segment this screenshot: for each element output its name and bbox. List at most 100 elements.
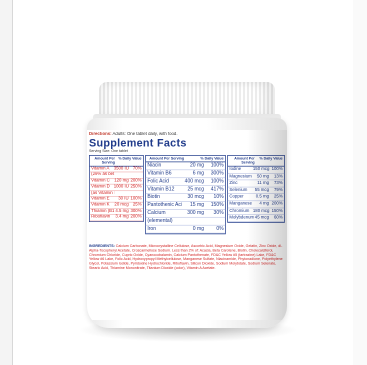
product-image[interactable]: Directions: Adults: One tablet daily, wi… <box>13 0 353 365</box>
nutrient-dv: 417% <box>210 186 224 192</box>
nutrient-dv: 150% <box>271 208 283 214</box>
nutrient-name: Iodine <box>229 167 242 172</box>
nutrient-amount: 4 mg <box>259 201 269 207</box>
facts-row: (elemental) <box>145 218 226 226</box>
nutrient-amount: 55 mcg <box>254 188 269 193</box>
directions-body: Adults: One tablet daily, with food. <box>112 132 178 137</box>
nutrient-amount <box>182 218 204 225</box>
nutrient-amount: 25 mcg <box>187 186 205 192</box>
nutrient-dv <box>204 218 225 225</box>
nutrient-name: Riboflavin <box>91 214 111 220</box>
facts-row: Folic Acid 400 mcg 100% <box>145 178 226 186</box>
nutrient-amount: 50 mg <box>256 174 269 179</box>
nutrient-amount: 20 mcg <box>114 202 129 208</box>
nutrient-dv: 100% <box>210 178 224 184</box>
nutrient-name: Biotin <box>147 194 160 200</box>
right-panel <box>353 0 367 365</box>
nutrient-name: Molybdenum <box>229 215 254 220</box>
facts-row: Vitamin B12 25 mcg 417% <box>145 186 226 194</box>
header-dv: % Daily Value <box>259 156 283 161</box>
nutrient-amount: 180 mcg <box>252 208 270 214</box>
header-amount: Amount Per Serving <box>234 156 255 166</box>
column-header: Amount Per Serving % Daily Value <box>227 156 285 167</box>
label-content: Directions: Adults: One tablet daily, wi… <box>89 132 285 270</box>
nutrient-name: Magnesium <box>229 174 252 179</box>
left-panel <box>0 0 12 365</box>
nutrient-name: (29% as beta-carotene) <box>91 172 115 177</box>
nutrient-dv <box>129 173 143 178</box>
nutrient-name: Copper <box>229 194 244 200</box>
serving-size: Serving Size: One tablet <box>89 149 128 154</box>
nutrient-dv: 10% <box>213 194 224 200</box>
nutrient-name: Vitamin B12 <box>147 186 175 192</box>
nutrient-dv: 200% <box>130 214 142 220</box>
facts-row: Iron 0 mg 0% <box>145 226 226 234</box>
nutrient-name: Niacin <box>147 162 162 168</box>
nutrient-dv: 25% <box>274 194 283 200</box>
nutrient-name: Pantothenic Acid <box>147 202 183 208</box>
nutrient-amount: 1000 IU <box>113 184 129 190</box>
nutrient-amount: 150 mcg <box>252 167 270 172</box>
nutrient-amount: 30 IU <box>118 196 129 202</box>
nutrient-amount: 30 mcg <box>187 194 205 200</box>
directions-lead: Directions: <box>89 132 112 137</box>
header-dv: % Daily Value <box>200 156 224 161</box>
nutrient-name: (as Vitamin D3) <box>91 190 114 196</box>
ingredients-text: INGREDIENTS: Calcium Carbonate, Microcry… <box>89 244 283 270</box>
facts-row: (29% as beta-carotene) <box>89 172 143 179</box>
nutrient-dv: 100% <box>271 167 283 172</box>
header-dv: % Daily Value <box>118 156 142 161</box>
nutrient-name: Thiamin (B1) <box>91 208 115 214</box>
nutrient-amount: 20 mg <box>189 162 205 168</box>
nutrient-amount: 6 mg <box>192 170 205 176</box>
column-header: Amount Per Serving % Daily Value <box>89 156 143 167</box>
ingredients-body: Calcium Carbonate, Microcrystalline Cell… <box>89 244 283 271</box>
nutrient-amount: 4.5 mg <box>115 208 129 214</box>
nutrient-dv: 73% <box>274 181 283 186</box>
nutrient-name: Selenium <box>229 188 248 193</box>
nutrient-name: Vitamin D <box>91 184 110 190</box>
nutrient-dv: 200% <box>130 178 142 183</box>
nutrient-dv: 100% <box>210 162 224 168</box>
nutrient-dv: 300% <box>130 208 142 214</box>
supplement-facts-title: Supplement Facts <box>89 137 187 150</box>
nutrient-name: Calcium <box>147 210 166 216</box>
supplement-bottle: Directions: Adults: One tablet daily, wi… <box>87 118 287 328</box>
nutrient-amount: 11 mg <box>257 181 269 186</box>
nutrient-dv: 150% <box>210 202 224 208</box>
nutrient-name: Chromium <box>229 208 250 214</box>
nutrient-amount: 3500 IU <box>113 166 129 171</box>
nutrient-name: Folic Acid <box>147 178 169 184</box>
nutrient-dv: 30% <box>213 210 224 216</box>
facts-columns: Amount Per Serving % Daily Value Vitamin… <box>89 155 285 243</box>
panel-divider <box>12 0 13 365</box>
directions-text: Directions: Adults: One tablet daily, wi… <box>89 132 283 137</box>
nutrient-amount: 400 mcg <box>184 178 205 184</box>
nutrient-amount: 0 mg <box>192 226 205 232</box>
nutrient-amount <box>114 173 128 178</box>
nutrient-dv: 0% <box>216 226 224 232</box>
nutrient-name: Vitamin K <box>91 202 110 208</box>
supplement-label: Directions: Adults: One tablet daily, wi… <box>87 130 287 320</box>
nutrient-name: Iron <box>147 226 157 232</box>
nutrient-amount: 45 mcg <box>254 215 269 220</box>
nutrient-dv <box>129 191 143 196</box>
